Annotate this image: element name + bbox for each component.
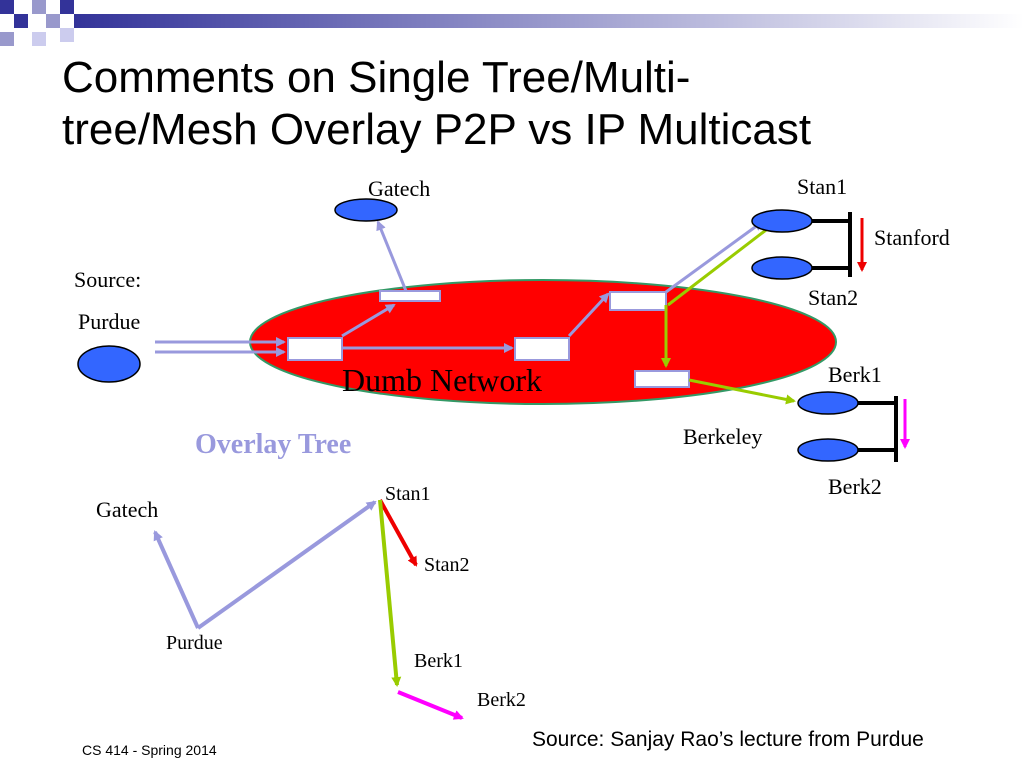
source-name-label: Purdue	[78, 309, 141, 334]
decorative-square	[60, 0, 74, 14]
decorative-square	[32, 0, 46, 14]
stan2-node	[751, 256, 813, 280]
link	[688, 378, 796, 405]
berk1-node	[797, 391, 859, 415]
router	[609, 291, 667, 311]
overlay-tree-heading: Overlay Tree	[195, 429, 352, 460]
link	[376, 220, 408, 292]
decorative-square	[0, 0, 14, 14]
tree-edge	[378, 499, 402, 687]
stanford-label: Stanford	[874, 225, 950, 250]
tree-edge	[196, 500, 377, 630]
router	[514, 337, 570, 361]
footer-source: Source: Sanjay Rao’s lecture from Purdue	[532, 728, 924, 751]
stan2-label: Stan2	[808, 285, 859, 310]
tree-berk2-label: Berk2	[477, 689, 526, 711]
berk1-label: Berk1	[828, 362, 882, 387]
tree-stan1-label: Stan1	[385, 483, 431, 505]
title-line-2: tree/Mesh Overlay P2P vs IP Multicast	[62, 105, 812, 154]
dumb-network-label: Dumb Network	[342, 362, 542, 398]
router	[287, 337, 343, 361]
berkeley-label: Berkeley	[683, 424, 763, 449]
link	[665, 220, 764, 294]
berk2-label: Berk2	[828, 474, 882, 499]
stan1-node	[751, 209, 813, 233]
title-area: Comments on Single Tree/Multi- tree/Mesh…	[0, 0, 1024, 180]
link	[567, 292, 610, 338]
footer-course: CS 414 - Spring 2014	[82, 742, 217, 758]
tree-stan2-label: Stan2	[424, 554, 470, 576]
title-line-1: Comments on Single Tree/Multi-	[62, 53, 691, 102]
router	[634, 370, 690, 388]
decorative-square	[0, 32, 14, 46]
tree-edge	[378, 499, 418, 567]
tree-edge	[397, 690, 464, 720]
tree-edge	[153, 530, 200, 629]
decorative-square	[14, 14, 28, 28]
source-label: Source:	[74, 267, 142, 292]
decorative-square	[60, 28, 74, 42]
berk2-node	[797, 438, 859, 462]
link	[341, 303, 396, 338]
link	[667, 228, 767, 307]
title-bar	[74, 14, 1024, 28]
gatech-node	[334, 198, 398, 222]
decorative-square	[32, 32, 46, 46]
decorative-square	[46, 14, 60, 28]
stan1-label: Stan1	[797, 174, 848, 199]
slide-title: Comments on Single Tree/Multi- tree/Mesh…	[62, 52, 992, 156]
tree-purdue-label: Purdue	[166, 632, 223, 654]
gatech-label: Gatech	[368, 176, 431, 201]
router	[379, 290, 441, 302]
tree-gatech-label: Gatech	[96, 497, 159, 522]
tree-berk1-label: Berk1	[414, 650, 463, 672]
purdue-node	[77, 345, 141, 383]
